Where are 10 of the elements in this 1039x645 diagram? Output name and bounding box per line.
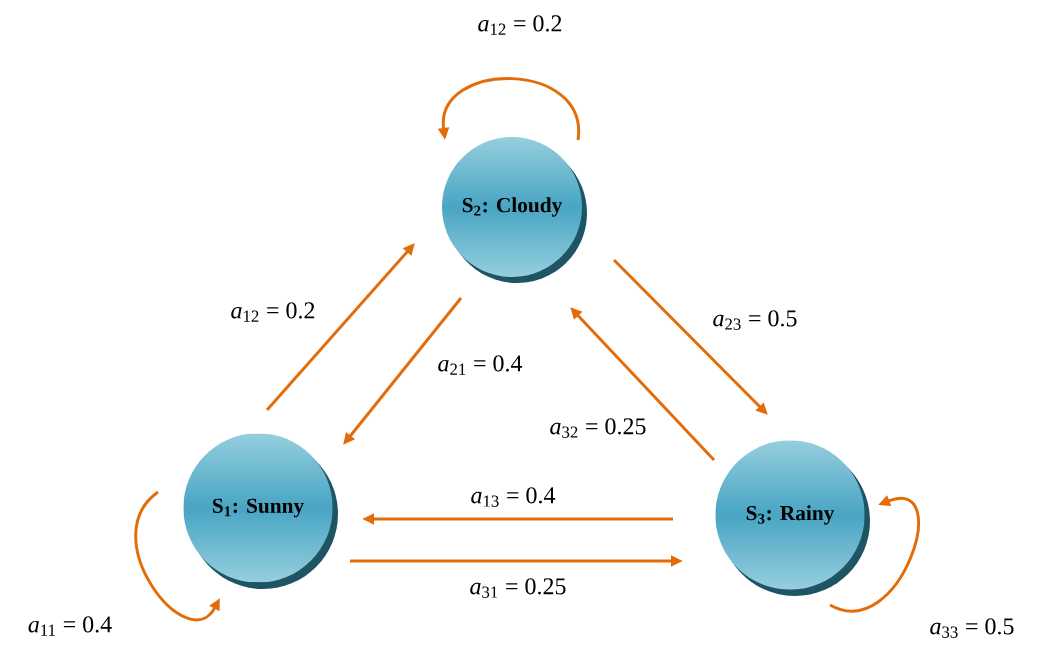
edge-label: a$_{33}$ = 0.5 xyxy=(928,616,1016,640)
edge-label: a$_{21}$ = 0.4 xyxy=(436,353,524,377)
edge-label: a$_{23}$ = 0.5 xyxy=(711,308,799,332)
edge-label: a$_{13}$ = 0.4 xyxy=(469,485,557,509)
edge-label: a$_{12}$ = 0.2 xyxy=(476,13,564,37)
edge-label: a$_{31}$ = 0.25 xyxy=(468,576,568,600)
edge-label: a$_{12}$ = 0.2 xyxy=(229,300,317,324)
edge-label: a$_{32}$ = 0.25 xyxy=(548,416,648,440)
edge-label: a$_{11}$ = 0.4 xyxy=(26,614,114,638)
loop-arrow xyxy=(134,490,220,622)
